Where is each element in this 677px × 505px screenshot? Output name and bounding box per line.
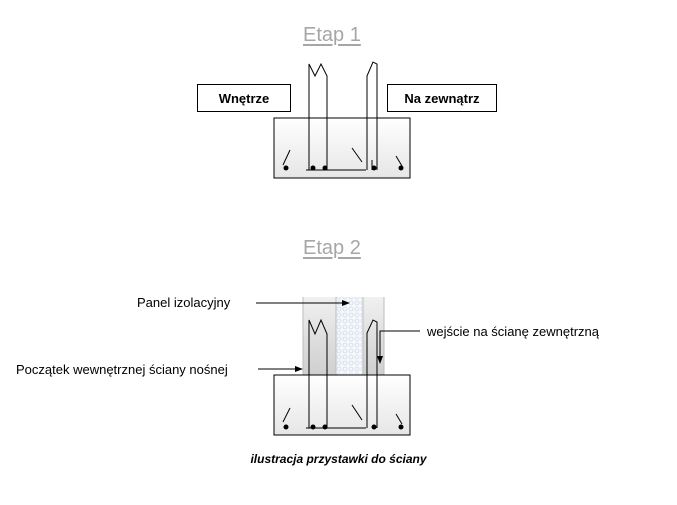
stage1-title: Etap 1 — [303, 24, 361, 46]
stage2-walls — [302, 297, 385, 375]
stage2-rebar — [282, 318, 403, 429]
stage1-rebar-dots — [283, 165, 404, 171]
stage1-starter-bar-inner — [308, 62, 328, 170]
figure-caption: ilustracja przystawki do ściany — [250, 452, 427, 466]
leader-start-arrow — [258, 366, 303, 372]
label-insulation-panel: Panel izolacyjny — [137, 295, 231, 310]
stage2-footing — [273, 374, 411, 436]
label-outside: Na zewnątrz — [387, 84, 497, 112]
leader-panel-arrow — [256, 300, 350, 306]
label-inner-wall-start: Początek wewnętrznej ściany nośnej — [16, 362, 228, 377]
stage1-starter-bar-outer — [366, 61, 378, 170]
label-exterior-wall-entry: wejście na ścianę zewnętrzną — [427, 324, 599, 339]
label-inside: Wnętrze — [197, 84, 291, 112]
stage2-rebar-dots — [283, 424, 404, 430]
stage1-footing — [273, 117, 411, 179]
stage2-title: Etap 2 — [303, 237, 361, 259]
leader-entry-arrow — [377, 330, 420, 364]
